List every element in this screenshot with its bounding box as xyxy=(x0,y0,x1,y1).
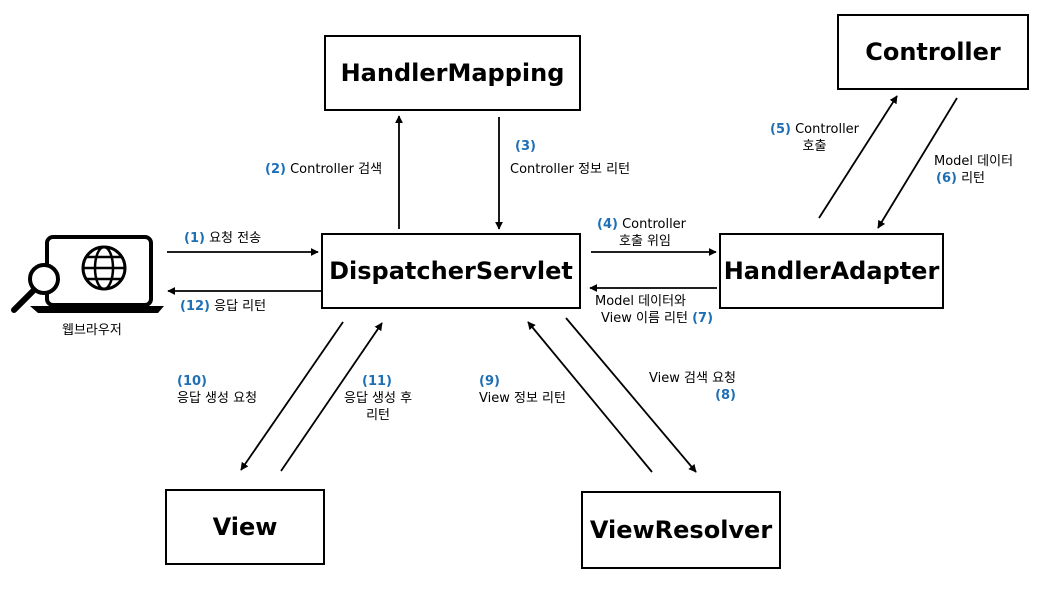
view-label: View xyxy=(212,513,278,541)
edge-10-number: (10) xyxy=(177,374,207,389)
view-resolver-box: ViewResolver xyxy=(581,491,781,569)
edge-7-label: Model 데이터와 View 이름 리턴 (7) xyxy=(595,293,713,327)
edge-10-text: 응답 생성 요청 xyxy=(177,391,258,406)
edge-4-label: (4) Controller 호출 위임 xyxy=(597,216,686,250)
browser-label: 웹브라우저 xyxy=(62,323,122,338)
edge-8-number: (8) xyxy=(715,388,736,403)
handler-mapping-label: HandlerMapping xyxy=(340,59,565,87)
edge-2-text: Controller 검색 xyxy=(290,162,383,177)
edge-11-number: (11) xyxy=(362,374,392,389)
view-resolver-label: ViewResolver xyxy=(589,516,773,544)
edge-6-line1: Model 데이터 xyxy=(934,154,1014,169)
edge-3-number: (3) xyxy=(515,139,536,154)
edge-9-number: (9) xyxy=(479,374,500,389)
edge-12-number: (12) xyxy=(180,299,210,314)
dispatcher-servlet-box: DispatcherServlet xyxy=(321,233,581,309)
edge-6-line2: 리턴 xyxy=(961,171,985,186)
edge-10-label: (10) 응답 생성 요청 xyxy=(177,373,257,407)
edge-7-number: (7) xyxy=(692,311,714,326)
edge-4-line2: 호출 위임 xyxy=(619,234,671,249)
edge-5-line1: Controller xyxy=(795,122,860,137)
edge-8-label: View 검색 요청 (8) xyxy=(632,370,736,404)
edge-1-label: (1) 요청 전송 xyxy=(184,230,261,247)
arrow-8-view-search xyxy=(565,317,697,473)
view-box: View xyxy=(165,489,325,565)
edge-9-text: View 정보 리턴 xyxy=(479,391,566,406)
edge-6-label: Model 데이터 (6) 리턴 xyxy=(934,153,1013,187)
edge-4-line1: Controller xyxy=(622,217,687,232)
arrow-11-render-return xyxy=(280,322,383,472)
edge-7-line2: View 이름 리턴 xyxy=(601,311,688,326)
edge-4-number: (4) xyxy=(597,217,618,232)
controller-box: Controller xyxy=(837,14,1029,90)
edge-11-label: (11) 응답 생성 후 리턴 xyxy=(344,373,412,424)
handler-adapter-box: HandlerAdapter xyxy=(719,233,944,309)
arrow-9-view-info xyxy=(527,321,653,473)
edge-12-text: 응답 리턴 xyxy=(214,299,267,314)
controller-label: Controller xyxy=(865,38,1001,66)
edge-8-text: View 검색 요청 xyxy=(649,371,736,386)
edge-5-number: (5) xyxy=(770,122,791,137)
edge-5-label: (5) Controller 호출 xyxy=(770,121,859,155)
laptop-globe-magnifier-icon xyxy=(11,235,164,313)
edge-2-number: (2) xyxy=(265,162,286,177)
handler-mapping-box: HandlerMapping xyxy=(324,35,581,111)
edge-12-label: (12) 응답 리턴 xyxy=(180,298,266,315)
handler-adapter-label: HandlerAdapter xyxy=(723,257,940,285)
edge-11-line1: 응답 생성 후 xyxy=(344,391,413,406)
arrow-5-call-controller xyxy=(818,95,898,219)
edge-2-label: (2) Controller 검색 xyxy=(265,161,382,178)
edge-1-text: 요청 전송 xyxy=(209,231,262,246)
edge-11-line2: 리턴 xyxy=(366,408,390,423)
arrow-6-return-model xyxy=(877,97,958,229)
dispatcher-servlet-label: DispatcherServlet xyxy=(329,257,573,285)
edge-3-text: Controller 정보 리턴 xyxy=(510,162,631,177)
arrow-10-render-request xyxy=(240,321,344,471)
edge-7-line1: Model 데이터와 xyxy=(595,294,687,309)
edge-1-number: (1) xyxy=(184,231,205,246)
edge-5-line2: 호출 xyxy=(802,139,827,154)
edge-6-number: (6) xyxy=(936,171,957,186)
edge-9-label: (9) View 정보 리턴 xyxy=(479,373,566,407)
